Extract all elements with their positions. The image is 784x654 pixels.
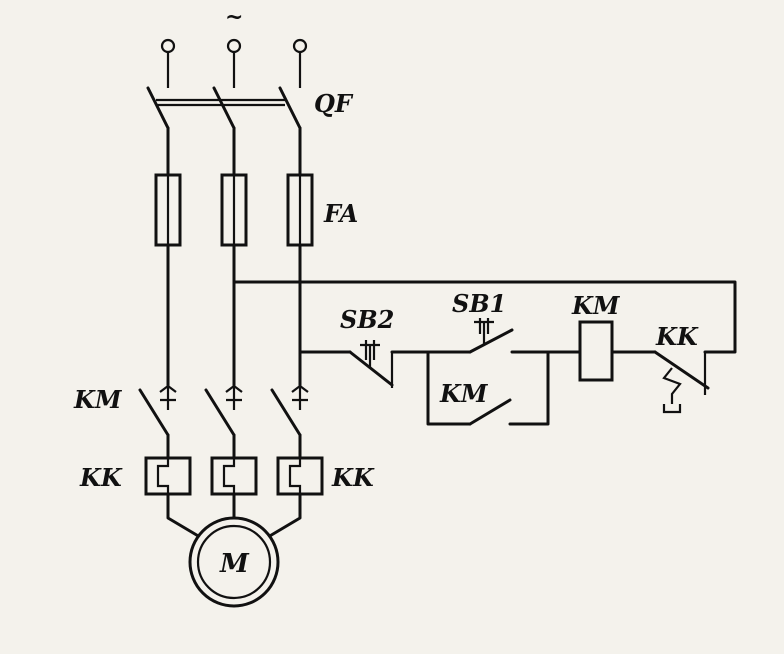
fuse-label: FA xyxy=(323,199,358,228)
motor-inner-ring xyxy=(196,524,272,600)
stop-button-contact xyxy=(348,350,394,387)
supply-terminals xyxy=(160,38,308,88)
control-circuit xyxy=(232,280,737,426)
start-button-contact xyxy=(468,328,514,354)
motor-outer-ring xyxy=(188,516,280,608)
main-contactor-contacts xyxy=(138,384,309,460)
terminal-l3 xyxy=(292,38,308,54)
terminal-l1 xyxy=(160,38,176,54)
fuses-fa xyxy=(154,173,314,247)
stop-button-label: SB2 xyxy=(340,305,394,334)
overload-contact-label: KK xyxy=(655,322,699,351)
thermal-label-left: KK xyxy=(79,463,123,492)
thermal-relay-elements xyxy=(144,456,324,496)
terminal-l2 xyxy=(226,38,242,54)
breaker-label: QF xyxy=(314,89,354,118)
motor xyxy=(188,516,280,608)
start-button-label: SB1 xyxy=(452,289,506,318)
main-conductors xyxy=(166,126,302,387)
motor-label: M xyxy=(219,549,250,579)
contactor-coil xyxy=(578,320,614,382)
main-contacts-label: KM xyxy=(73,385,123,414)
hold-contact-label: KM xyxy=(439,379,489,408)
overload-nc-contact xyxy=(653,350,710,390)
thermal-label-right: KK xyxy=(331,463,375,492)
coil-label: KM xyxy=(571,291,621,320)
breaker-qf xyxy=(146,86,302,130)
hold-contact xyxy=(468,398,512,426)
supply-symbol: ~ xyxy=(225,4,243,30)
